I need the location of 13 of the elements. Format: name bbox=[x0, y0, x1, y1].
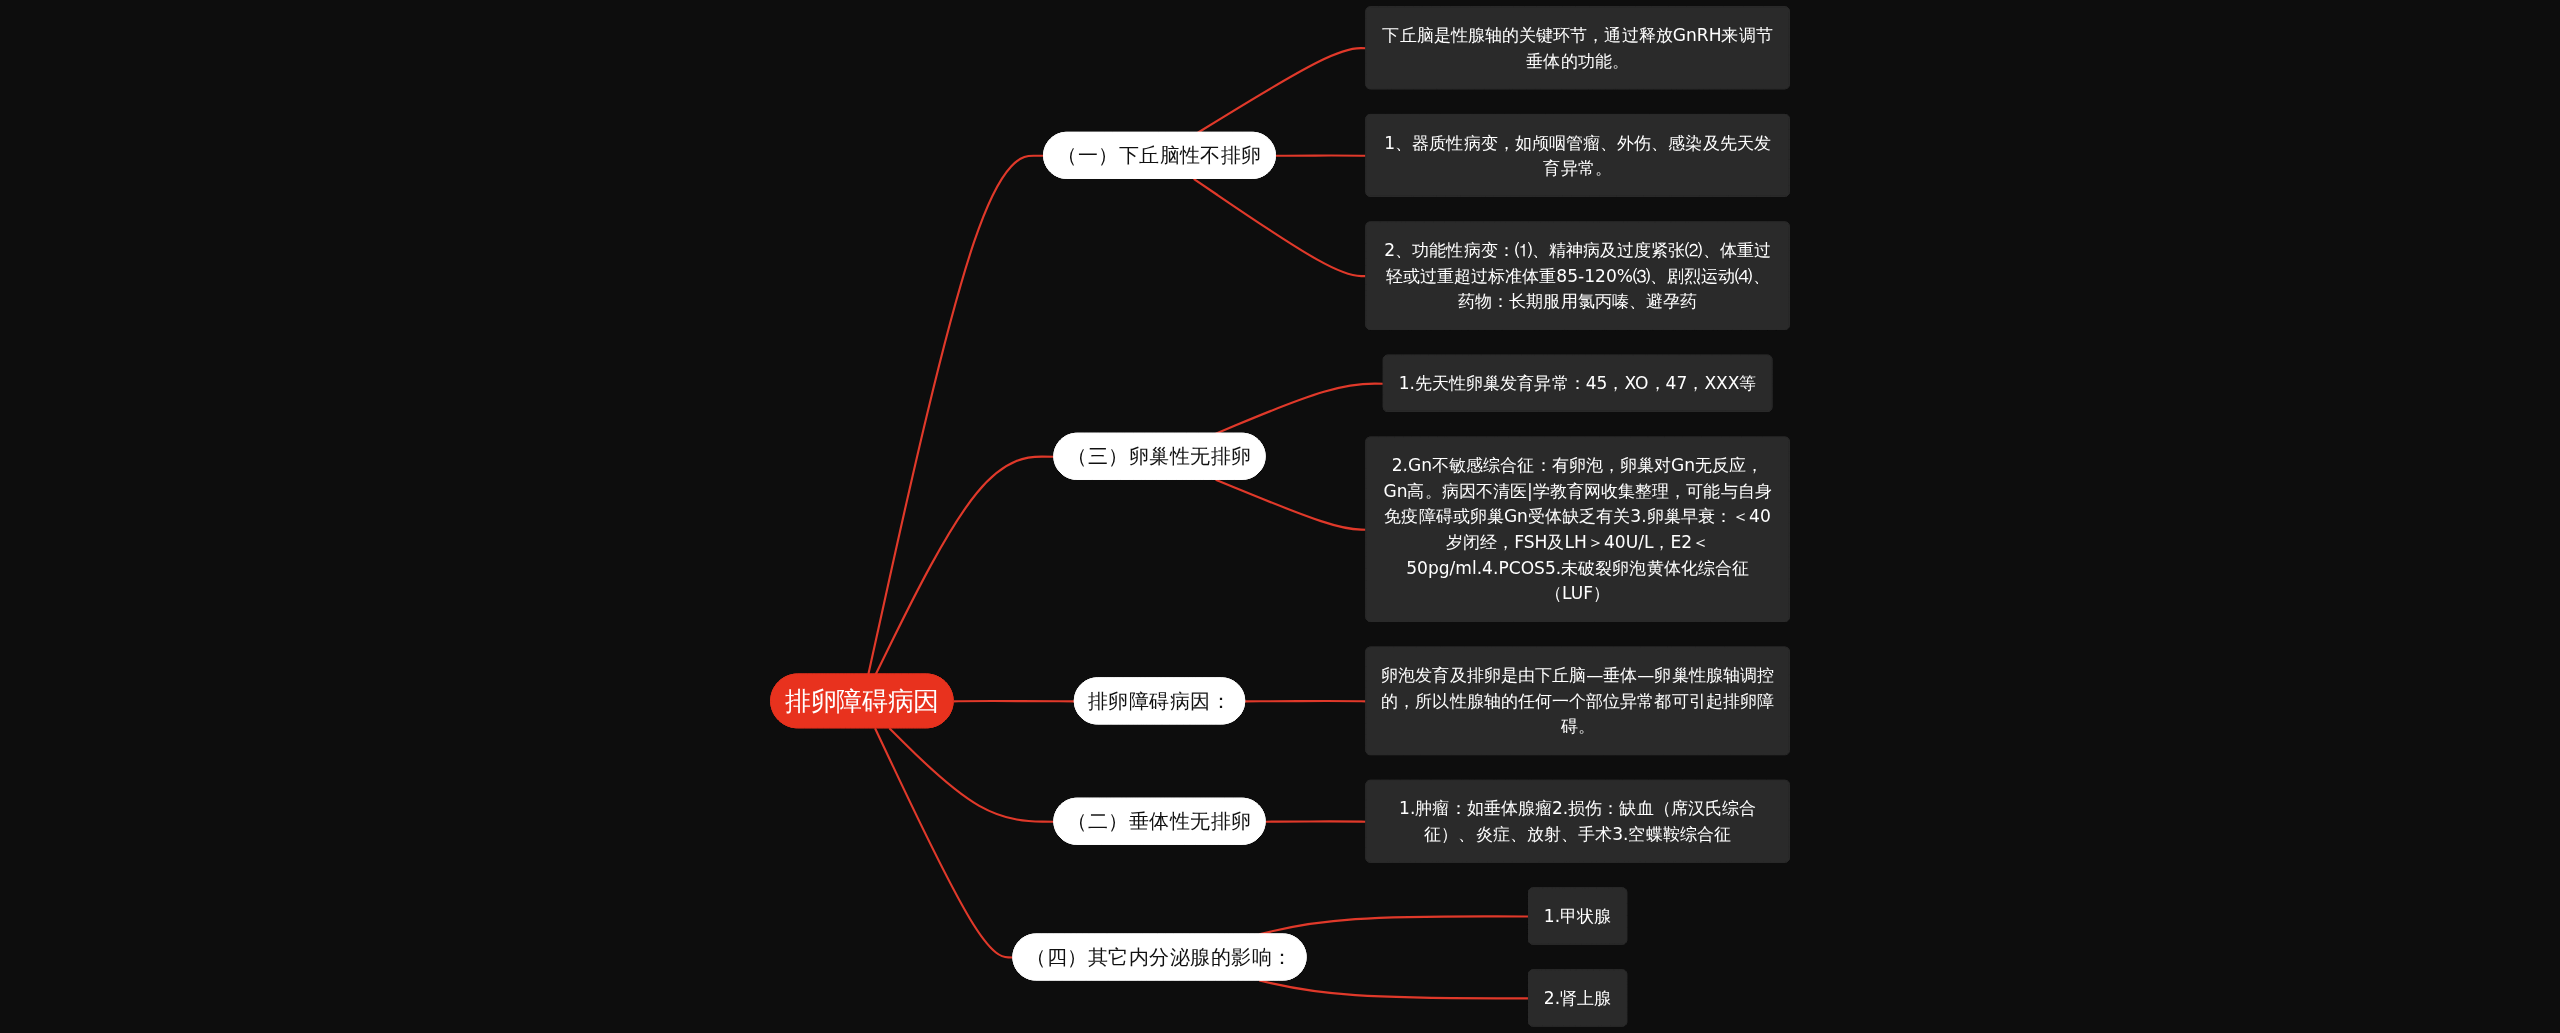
connector bbox=[1275, 154, 1367, 157]
connector bbox=[1215, 478, 1367, 531]
connector bbox=[1215, 382, 1384, 435]
connector bbox=[867, 154, 1045, 675]
connector bbox=[1193, 177, 1367, 278]
connector bbox=[1245, 700, 1367, 703]
connector bbox=[1265, 820, 1367, 823]
connector bbox=[953, 700, 1075, 703]
connector bbox=[874, 455, 1055, 675]
connector bbox=[888, 727, 1055, 823]
connector bbox=[874, 727, 1014, 959]
connector bbox=[1258, 979, 1529, 1000]
connector bbox=[1197, 47, 1367, 134]
